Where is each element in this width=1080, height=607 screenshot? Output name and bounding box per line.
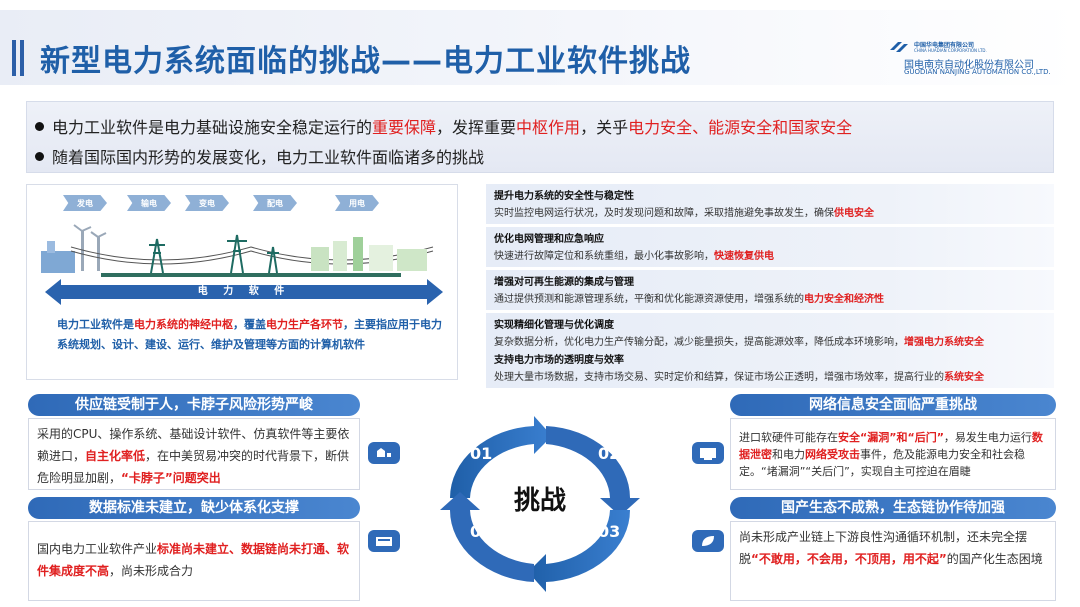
challenge-network-text: 进口软硬件可能存在安全“漏洞”和“后门”，易发生电力运行数据泄密和电力网络受攻击… xyxy=(739,431,1043,478)
benefit-title: 支持电力市场的透明度与效率 xyxy=(494,355,624,366)
supply-chain-icon xyxy=(368,442,400,464)
cycle-number-01: 01 xyxy=(470,444,493,463)
logo-group-cn: 中国华电集团有限公司 xyxy=(914,42,975,49)
benefit-title: 优化电网管理和应急响应 xyxy=(494,234,604,245)
desc-highlight: 电力生产各环节 xyxy=(266,318,343,331)
desc-highlight: 电力系统的神经中枢 xyxy=(134,318,233,331)
stage-substation: 变电 xyxy=(185,195,229,211)
benefit-item: 支持电力市场的透明度与效率 处理大量市场数据，支持市场交易、实时定价和结算，保证… xyxy=(486,348,1054,388)
header xyxy=(0,0,1080,90)
intro-box: 电力工业软件是电力基础设施安全稳定运行的重要保障，发挥重要中枢作用，关乎电力安全… xyxy=(26,101,1054,173)
power-software-description: 电力工业软件是电力系统的神经中枢，覆盖电力生产各环节，主要指应用于电力系统规划、… xyxy=(57,315,447,355)
cycle-number-04: 04 xyxy=(470,522,493,541)
benefit-title: 增强对可再生能源的集成与管理 xyxy=(494,277,634,288)
challenge-standards-title: 数据标准未建立，缺少体系化支撑 xyxy=(28,497,360,519)
desc-text: ，覆盖 xyxy=(233,318,266,331)
data-standard-icon xyxy=(368,530,400,552)
cycle-arrows-icon xyxy=(440,416,640,592)
bullet-dot-icon xyxy=(35,122,44,131)
challenge-ecosystem-box: 尚未形成产业链上下游良性沟通循环机制，还未完全摆脱“不敢用，不会用，不顶用，用不… xyxy=(730,521,1056,601)
challenge-ecosystem-text: 尚未形成产业链上下游良性沟通循环机制，还未完全摆脱“不敢用，不会用，不顶用，用不… xyxy=(739,530,1043,566)
challenge-supply-text: 采用的CPU、操作系统、基础设计软件、仿真软件等主要依赖进口，自主化率低，在中美… xyxy=(37,427,350,485)
challenge-supply-box: 采用的CPU、操作系统、基础设计软件、仿真软件等主要依赖进口，自主化率低，在中美… xyxy=(28,418,360,490)
page-title: 新型电力系统面临的挑战——电力工业软件挑战 xyxy=(40,44,691,79)
benefit-title: 提升电力系统的安全性与稳定性 xyxy=(494,191,634,202)
bullet-dot-icon xyxy=(35,152,44,161)
challenge-network-title: 网络信息安全面临严重挑战 xyxy=(730,394,1056,416)
benefit-item: 增强对可再生能源的集成与管理 通过提供预测和能源管理系统，平衡和优化能源资源使用… xyxy=(486,270,1054,310)
power-grid-illustration xyxy=(41,224,434,277)
power-software-arrow: 电 力 软 件 xyxy=(45,279,443,305)
challenge-ecosystem-title: 国产生态不成熟，生态链协作待加强 xyxy=(730,497,1056,519)
challenge-supply-title: 供应链受制于人，卡脖子风险形势严峻 xyxy=(28,394,360,416)
benefit-item: 提升电力系统的安全性与稳定性 实时监控电网运行状况，及时发现问题和故障，采取措施… xyxy=(486,184,1054,224)
ecosystem-icon xyxy=(692,530,724,552)
logo-mark-icon xyxy=(890,42,908,52)
challenge-standards-box: 国内电力工业软件产业标准尚未建立、数据链尚未打通、软件集成度不高，尚未形成合力 xyxy=(28,521,360,601)
cycle-number-03: 03 xyxy=(598,522,621,541)
benefit-desc: 实时监控电网运行状况，及时发现问题和故障，采取措施避免事故发生，确保供电安全 xyxy=(494,208,874,219)
logo-group-en: CHINA HUADIAN CORPORATION LTD. xyxy=(914,48,987,53)
title-accent-bars xyxy=(12,40,26,76)
benefit-desc: 快速进行故障定位和系统重组，最小化事故影响，快速恢复供电 xyxy=(494,251,774,262)
cycle-center-label: 挑战 xyxy=(513,486,566,516)
intro-text: 电力工业软件是电力基础设施安全稳定运行的 xyxy=(52,118,373,137)
benefit-desc: 复杂数据分析，优化电力生产传输分配，减少能量损失，提高能源效率，降低成本环境影响… xyxy=(494,337,984,348)
intro-bullet-1: 电力工业软件是电力基础设施安全稳定运行的重要保障，发挥重要中枢作用，关乎电力安全… xyxy=(35,114,852,138)
cycle-number-02: 02 xyxy=(598,444,621,463)
intro-highlight: 重要保障 xyxy=(372,118,437,137)
desc-text: 电力工业软件是 xyxy=(57,318,134,331)
stage-distribution: 配电 xyxy=(253,195,297,211)
intro-text: ，关乎 xyxy=(580,118,629,137)
stage-consumption: 用电 xyxy=(335,195,379,211)
company-logo: 中国华电集团有限公司 CHINA HUADIAN CORPORATION LTD… xyxy=(888,40,1068,80)
benefit-desc: 通过提供预测和能源管理系统，平衡和优化能源资源使用，增强系统的电力安全和经济性 xyxy=(494,294,884,305)
challenge-cycle-diagram: 01 02 03 04 挑战 xyxy=(430,410,650,600)
desc-text: ，主要指应用于电力系统规划、设计、建设、运行、维护及管理等方面的计算机软件 xyxy=(57,318,442,351)
challenge-standards-text: 国内电力工业软件产业标准尚未建立、数据链尚未打通、软件集成度不高，尚未形成合力 xyxy=(37,542,350,578)
header-band xyxy=(0,10,1080,85)
challenge-network-box: 进口软硬件可能存在安全“漏洞”和“后门”，易发生电力运行数据泄密和电力网络受攻击… xyxy=(730,418,1056,490)
double-arrow-icon xyxy=(45,279,443,305)
stage-generation: 发电 xyxy=(63,195,107,211)
benefit-item: 实现精细化管理与优化调度 复杂数据分析，优化电力生产传输分配，减少能量损失，提高… xyxy=(486,313,1054,353)
benefit-desc: 处理大量市场数据，支持市场交易、实时定价和结算，保证市场公正透明，增强市场效率，… xyxy=(494,372,984,383)
intro-highlight: 中枢作用 xyxy=(516,118,581,137)
benefit-item: 优化电网管理和应急响应 快速进行故障定位和系统重组，最小化事故影响，快速恢复供电 xyxy=(486,227,1054,267)
network-security-icon xyxy=(692,442,724,464)
logo-company-en: GUODIAN NANJING AUTOMATION CO.,LTD. xyxy=(904,68,1051,76)
power-chain-panel: 发电 输电 变电 配电 用电 电 力 软 件 电力工业软件是电力系统的神经中枢，… xyxy=(26,184,458,380)
intro-highlight: 电力安全、能源安全和国家安全 xyxy=(628,118,853,137)
intro-text: ，发挥重要 xyxy=(436,118,517,137)
intro-bullet-2: 随着国际国内形势的发展变化，电力工业软件面临诸多的挑战 xyxy=(35,144,484,168)
intro-text: 随着国际国内形势的发展变化，电力工业软件面临诸多的挑战 xyxy=(52,148,485,167)
stage-transmission: 输电 xyxy=(127,195,171,211)
arrow-label: 电 力 软 件 xyxy=(197,286,291,297)
logo-company-cn: 国电南京自动化股份有限公司 xyxy=(904,60,1034,71)
benefit-title: 实现精细化管理与优化调度 xyxy=(494,320,614,331)
